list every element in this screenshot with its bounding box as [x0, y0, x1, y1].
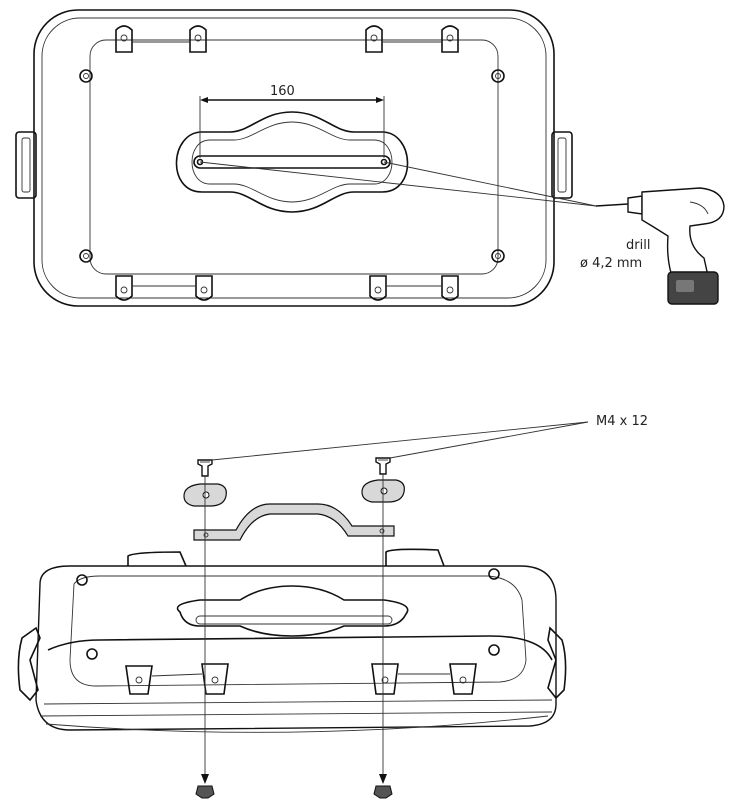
nut-left: [195, 785, 215, 799]
case-rear-latch-left: [127, 551, 187, 567]
drill-chuck: [627, 195, 643, 215]
drill-label: drill: [626, 238, 651, 253]
lid-rim-inner: [41, 17, 547, 299]
lid-inner-panel: [89, 39, 499, 275]
dimension-label: 160: [270, 84, 295, 99]
nut-right: [373, 785, 393, 799]
case-body: [35, 565, 557, 731]
screw-spec-label: M4 x 12: [596, 414, 648, 429]
case-exploded-view: [17, 421, 589, 799]
drill-bit: [595, 203, 629, 207]
dimension-line: [199, 96, 385, 158]
top-latches: [115, 25, 459, 53]
drill-body: [641, 187, 725, 283]
corner-screws: [79, 69, 505, 263]
drill-leader-right: [383, 161, 597, 207]
drill-hole-right: [380, 158, 388, 166]
screw-top-left: [197, 459, 213, 477]
lid-outer-rim: [33, 9, 555, 307]
drill-slot: [193, 155, 391, 169]
carry-handle: [193, 503, 395, 541]
handle-recess: [175, 111, 409, 213]
case-left-handle: [17, 626, 41, 702]
case-rear-latch-right: [385, 548, 445, 567]
drill-illustration: [595, 187, 725, 305]
lid-top-view: [15, 9, 597, 307]
bottom-latches: [115, 275, 459, 301]
case-handle-recess: [176, 585, 409, 637]
case-right-handle: [547, 626, 567, 700]
screw-leader-right: [389, 421, 589, 459]
left-side-handle: [15, 131, 37, 199]
screw-leader-left: [211, 421, 589, 461]
screw-top-right: [375, 457, 391, 475]
right-side-handle: [551, 131, 573, 199]
drill-size-label: ø 4,2 mm: [580, 256, 643, 271]
drill-leader-left: [199, 161, 597, 207]
